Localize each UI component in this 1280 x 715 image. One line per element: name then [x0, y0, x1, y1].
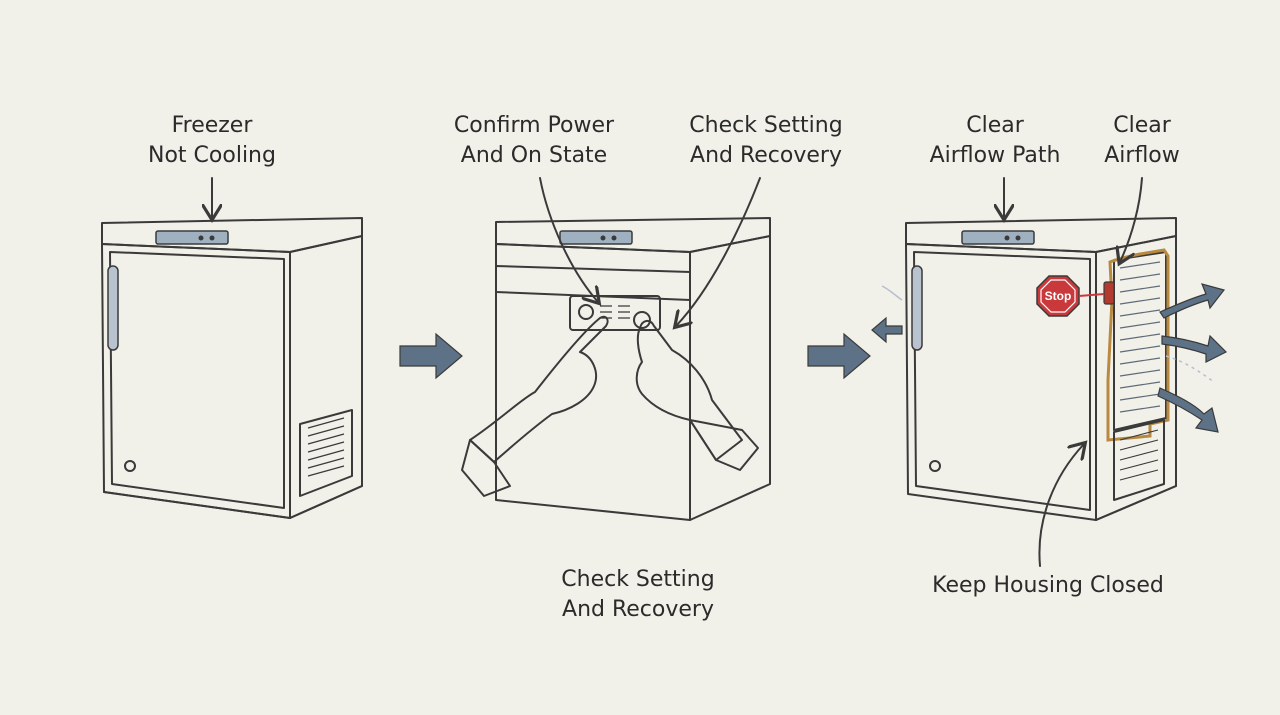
- control-strip: [155, 230, 229, 245]
- control-panel: [569, 295, 661, 331]
- stop-sign-text: Stop: [1045, 289, 1072, 303]
- pointer-line-airflow: [1120, 177, 1143, 262]
- pointer-line-setting: [676, 177, 761, 326]
- label-keep-housing-closed: Keep Housing Closed: [920, 571, 1176, 601]
- label-line: And On State: [460, 143, 608, 168]
- label-check-setting-bottom: Check Setting And Recovery: [550, 565, 726, 625]
- label-line: Airflow Path: [929, 143, 1061, 168]
- airflow-arrows: [871, 283, 1228, 433]
- power-button: [578, 304, 594, 320]
- label-line: Check Setting: [561, 567, 715, 592]
- label-line: Confirm Power: [453, 113, 615, 138]
- label-line: Clear: [966, 113, 1024, 138]
- label-line: Airflow: [1104, 143, 1180, 168]
- label-freezer-not-cooling: Freezer Not Cooling: [132, 111, 292, 171]
- label-clear-airflow: Clear Airflow: [1092, 111, 1192, 171]
- door-handle: [107, 265, 119, 351]
- label-line: Clear: [1113, 113, 1171, 138]
- stop-sign: Stop: [1036, 275, 1105, 317]
- label-line: And Recovery: [562, 597, 714, 622]
- warning-tab: [1103, 281, 1115, 305]
- setting-dial: [633, 311, 651, 329]
- freezer-3: Stop: [871, 217, 1228, 521]
- freezer-2: [461, 217, 771, 521]
- label-line: Freezer: [171, 113, 253, 138]
- label-line: Check Setting: [689, 113, 843, 138]
- step-arrow-1: [399, 332, 463, 380]
- label-line: Not Cooling: [148, 143, 276, 168]
- pointer-line-housing: [1038, 444, 1084, 567]
- label-line: And Recovery: [690, 143, 842, 168]
- compressor-grille: [1113, 419, 1165, 501]
- pointer-line-power: [539, 177, 598, 302]
- label-clear-airflow-path: Clear Airflow Path: [916, 111, 1074, 171]
- condenser-coil: [1103, 248, 1170, 501]
- vent-grille: [299, 409, 353, 497]
- right-hand: [635, 320, 759, 471]
- label-confirm-power: Confirm Power And On State: [444, 111, 624, 171]
- freezer-1: [101, 217, 363, 519]
- label-line: Keep Housing Closed: [932, 573, 1164, 598]
- left-hand: [461, 315, 609, 497]
- label-check-setting-top: Check Setting And Recovery: [678, 111, 854, 171]
- step-arrow-2: [807, 332, 871, 380]
